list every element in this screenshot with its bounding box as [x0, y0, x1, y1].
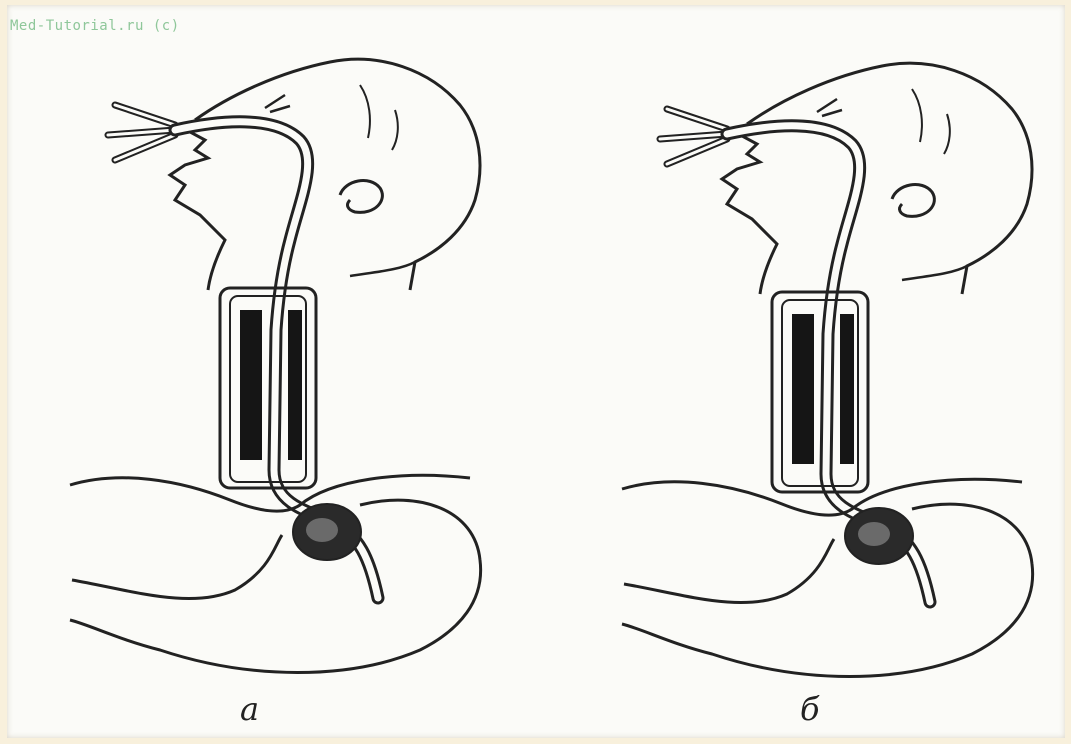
panel-a-caption: а — [240, 690, 259, 728]
panel-b-art — [622, 63, 1033, 676]
panel-a-art — [70, 59, 481, 672]
panel-b-caption: б — [800, 690, 820, 728]
